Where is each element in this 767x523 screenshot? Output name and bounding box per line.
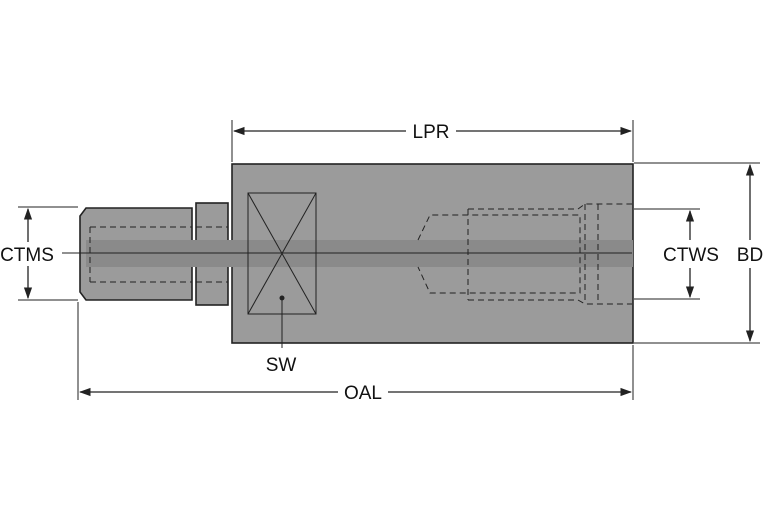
bd-label: BD [737, 245, 763, 266]
ctws-label: CTWS [663, 245, 719, 266]
front-bore-counterbore-hidden [467, 203, 632, 305]
front-bore-hidden [417, 214, 581, 294]
wrench-flat-diagonal-2 [247, 192, 317, 315]
lpr-label: LPR [413, 122, 450, 143]
lpr-label-bg [406, 120, 456, 142]
ctms-label: CTMS [0, 245, 54, 266]
sw-label: SW [266, 355, 297, 376]
shank-thread-hidden [89, 226, 192, 283]
oal-label: OAL [344, 383, 382, 404]
collar-hidden [196, 226, 228, 283]
oal-label-bg [338, 381, 388, 403]
